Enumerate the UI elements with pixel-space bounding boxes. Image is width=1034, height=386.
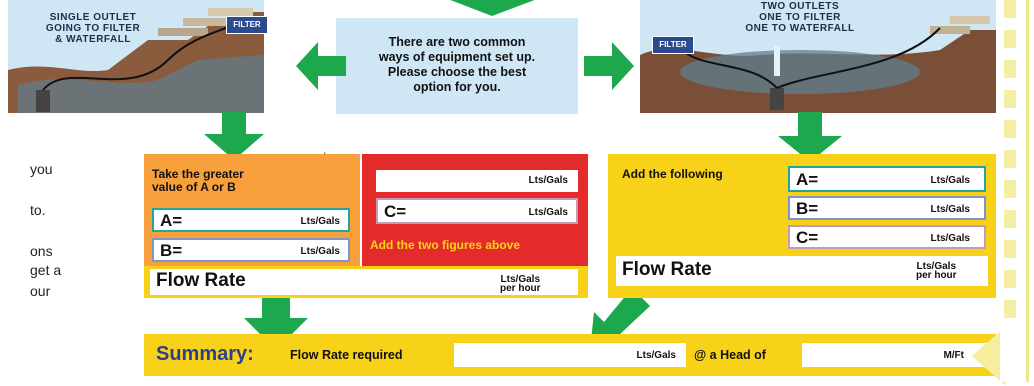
right-edge-block-1 [1004,0,1016,18]
option1-add-text: Add the two figures above [370,238,521,252]
option2-flow-label: Flow Rate [622,259,712,280]
summary-head-input[interactable]: M/Ft [802,343,990,367]
option2-c-unit: Lts/Gals [930,233,970,244]
option1-flow-field[interactable]: Flow Rate Lts/Gals per hour [150,269,578,295]
summary-label: Summary: [156,343,254,365]
summary-flow-required: Flow Rate required [290,348,403,362]
summary-at-head: @ a Head of [694,348,766,362]
right-arrow-icon [584,42,634,90]
single-outlet-label: SINGLE OUTLET GOING TO FILTER & WATERFAL… [45,12,141,45]
center-description-box: There are two common ways of equipment s… [336,18,578,114]
right-edge-block-4 [1004,90,1016,108]
right-edge-block-9 [1004,240,1016,258]
option2-header: Add the following [622,167,723,181]
option1-c-letter: C= [384,202,407,221]
option1-b-unit: Lts/Gals [300,246,340,257]
option1-flow-label: Flow Rate [156,270,246,291]
option2-flow-unit: Lts/Gals per hour [916,261,957,281]
right-edge-block-2 [1004,30,1016,48]
left-cut-text-3: ons [30,243,53,259]
option1-top-field[interactable]: Lts/Gals [376,170,578,192]
option2-b-unit: Lts/Gals [930,204,970,215]
two-outlets-panel: FILTER TWO OUTLETS ONE TO FILTER ONE TO … [640,0,996,113]
summary-unit-1: Lts/Gals [636,350,676,361]
option2-field-b[interactable]: B= Lts/Gals [788,196,986,220]
option1-b-letter: B= [160,241,183,260]
filter-label-left: FILTER [226,16,268,34]
filter-label-right: FILTER [652,36,694,54]
right-edge-block-3 [1004,60,1016,78]
two-outlets-label: TWO OUTLETS ONE TO FILTER ONE TO WATERFA… [745,1,855,34]
right-edge-block-5 [1004,120,1016,138]
option1-top-unit: Lts/Gals [528,175,568,186]
option1-a-letter: A= [160,211,183,230]
left-cut-text-1: you [30,161,53,177]
right-edge-block-6 [1004,150,1016,168]
left-cut-text-5: our [30,283,51,299]
option1-field-c[interactable]: C= Lts/Gals [376,198,578,224]
option2-a-letter: A= [796,170,819,189]
single-outlet-panel: FILTER SINGLE OUTLET GOING TO FILTER & W… [8,0,268,113]
option2-b-letter: B= [796,199,819,218]
option2-field-c[interactable]: C= Lts/Gals [788,225,986,249]
option1-header: Take the greater value of A or B [152,167,244,194]
down-arrow-top-icon [450,0,535,16]
right-edge-block-8 [1004,210,1016,228]
option1-flow-unit: Lts/Gals per hour [500,274,541,294]
down-arrow-left-icon [204,112,264,160]
pond-single-outlet-illustration [8,8,264,113]
right-edge-block-10 [1004,270,1016,288]
summary-flow-input[interactable]: Lts/Gals [454,343,686,367]
summary-unit-2: M/Ft [943,350,964,361]
option1-field-b[interactable]: B= Lts/Gals [152,238,350,262]
left-cut-text-2: to. [30,202,46,218]
left-cut-text-4: get a [30,262,62,278]
option2-flow-field[interactable]: Flow Rate Lts/Gals per hour [616,256,988,286]
pond-two-outlets-illustration [640,16,996,113]
option2-a-unit: Lts/Gals [930,175,970,186]
option1-a-unit: Lts/Gals [300,216,340,227]
option1-c-unit: Lts/Gals [528,207,568,218]
option1-field-a[interactable]: A= Lts/Gals [152,208,350,232]
right-edge-block-7 [1004,180,1016,198]
center-description-text: There are two common ways of equipment s… [378,35,536,94]
option2-c-letter: C= [796,228,819,247]
option2-field-a[interactable]: A= Lts/Gals [788,166,986,192]
right-edge-line [1026,0,1029,382]
right-edge-block-11 [1004,300,1016,318]
